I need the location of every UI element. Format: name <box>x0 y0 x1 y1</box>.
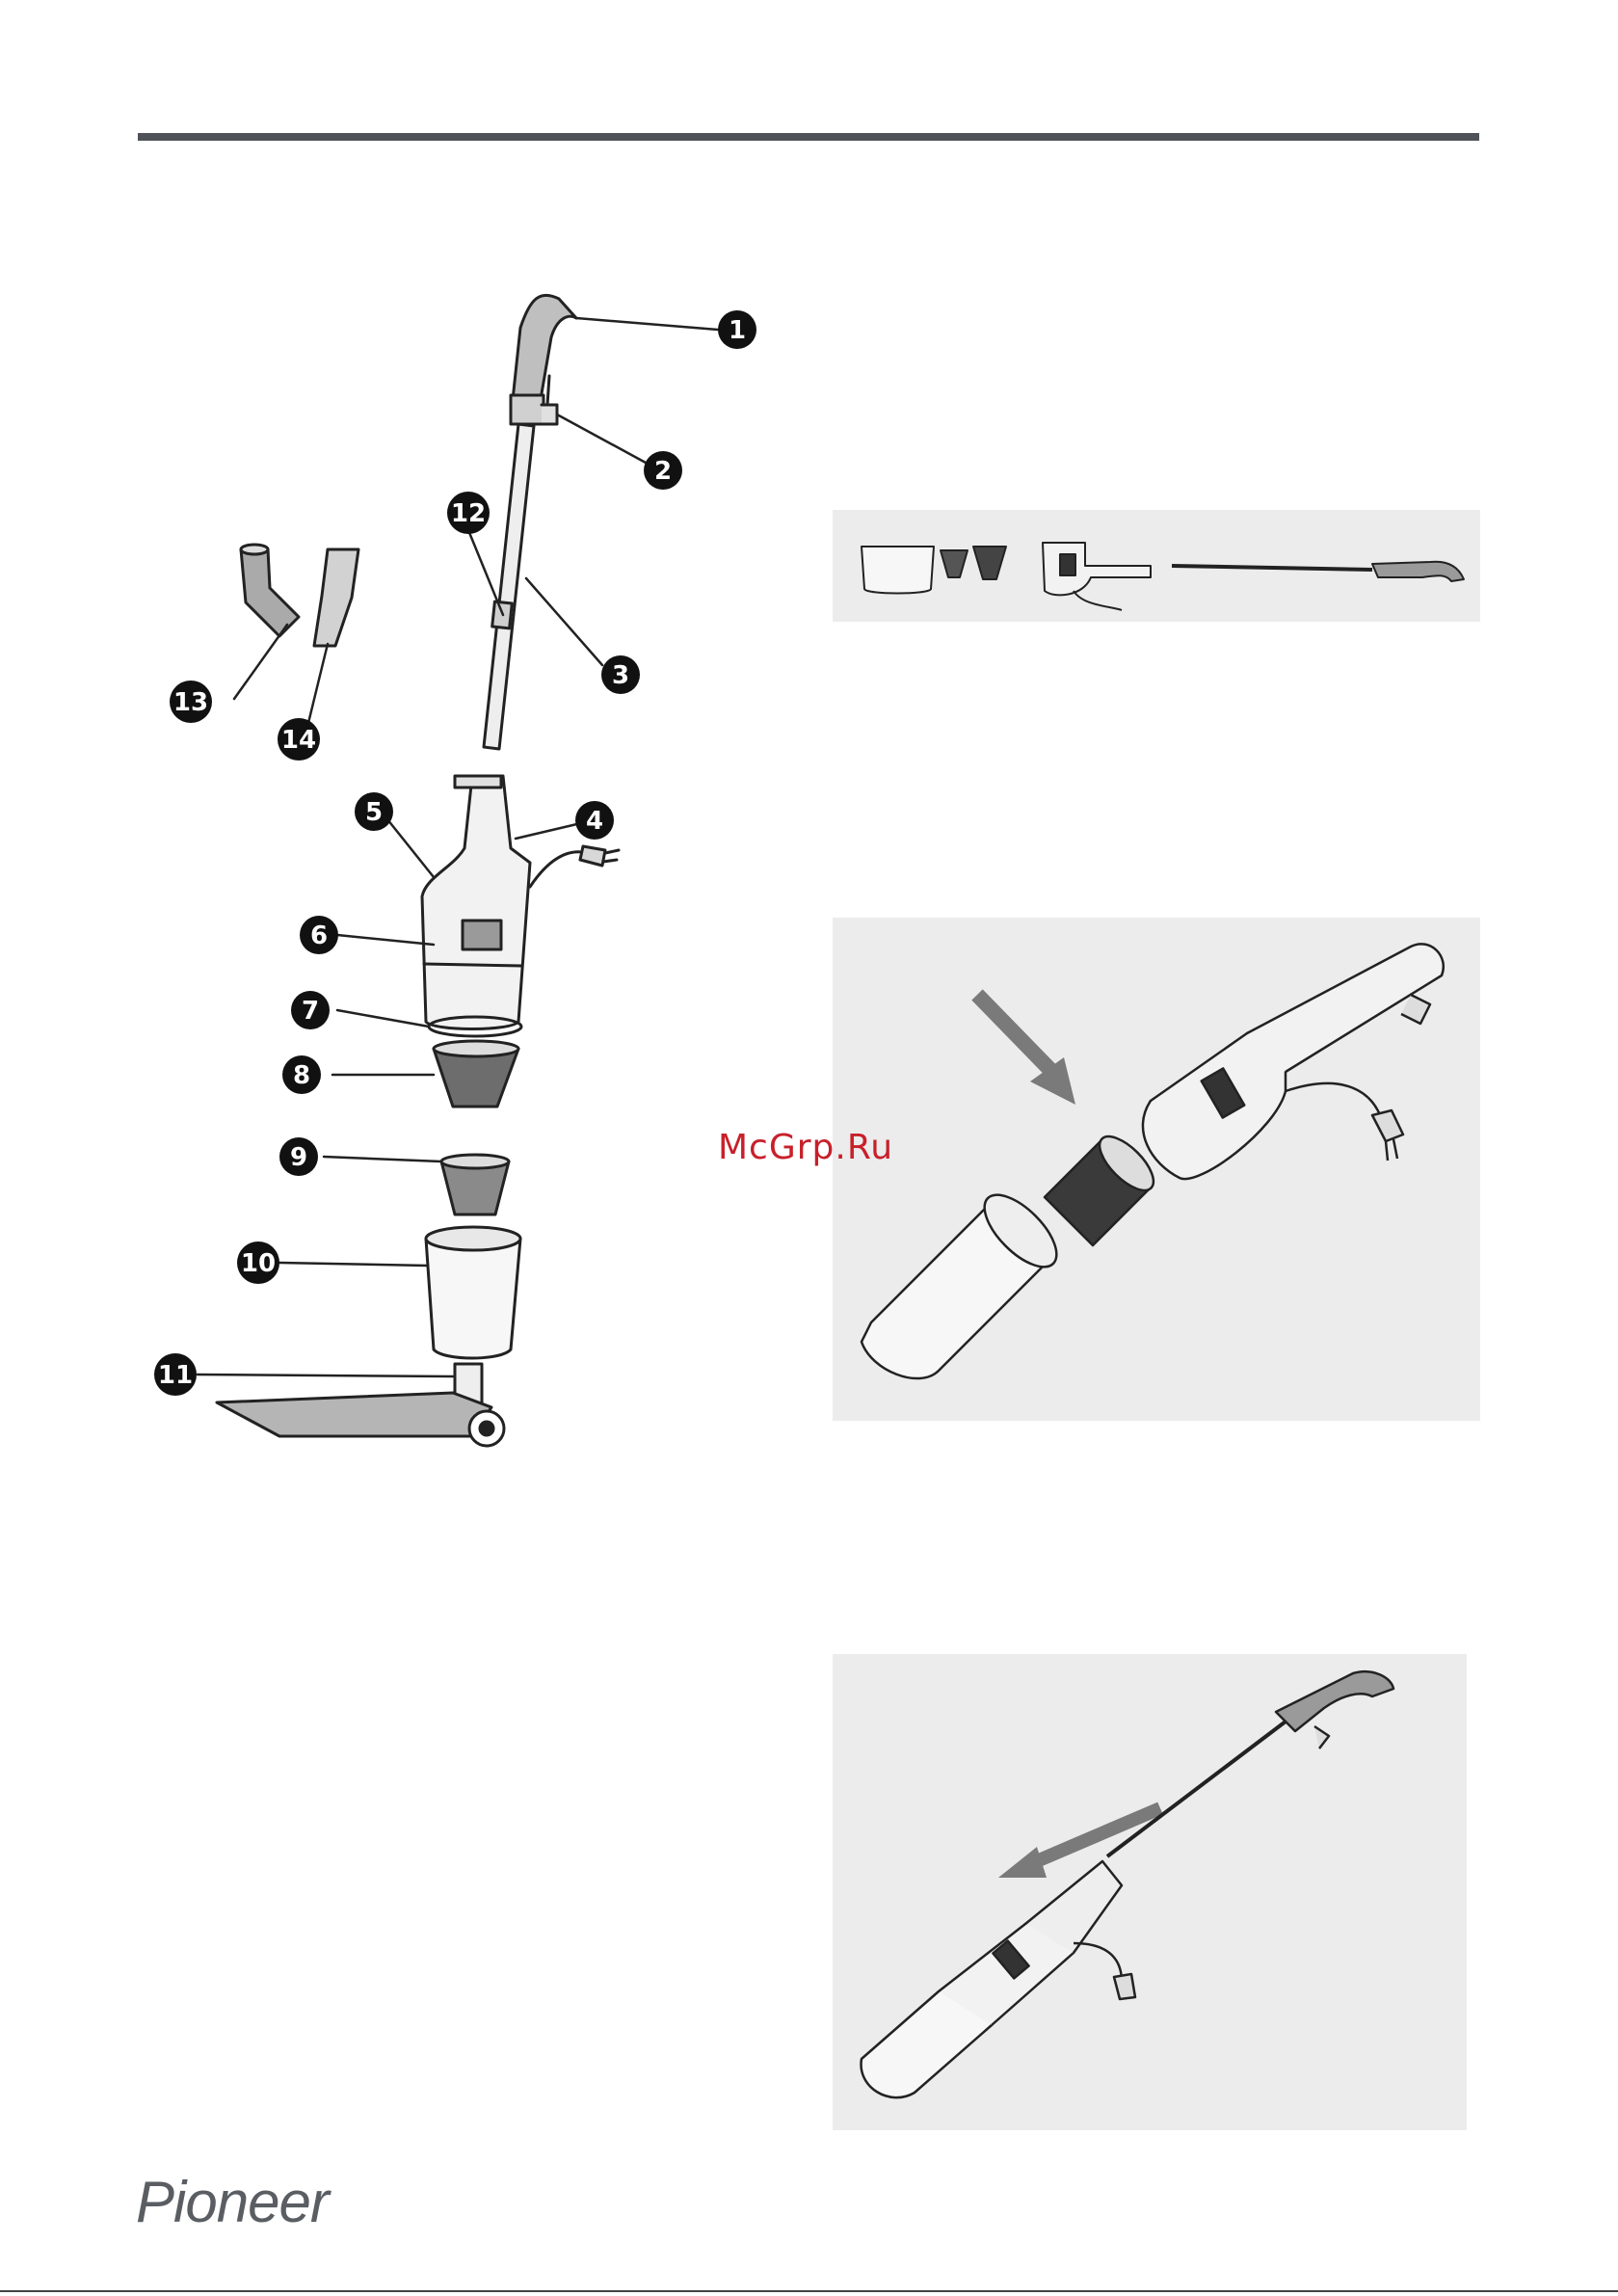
callout-10: 10 <box>237 1241 279 1284</box>
callout-1: 1 <box>718 310 756 349</box>
callout-2: 2 <box>644 451 682 490</box>
callout-3: 3 <box>601 655 640 694</box>
part-angled-nozzle <box>241 545 299 636</box>
parts-overview-panel <box>833 510 1480 622</box>
tube-attach-panel <box>833 1654 1467 2130</box>
callout-4: 4 <box>575 801 614 840</box>
callout-8: 8 <box>282 1055 321 1094</box>
svg-text:8: 8 <box>293 1061 310 1090</box>
svg-text:12: 12 <box>451 499 486 528</box>
svg-text:10: 10 <box>241 1249 276 1278</box>
svg-text:9: 9 <box>290 1143 307 1172</box>
exploded-diagram-svg: 1 2 3 4 5 6 7 8 9 10 11 12 13 14 <box>145 270 800 1484</box>
svg-text:5: 5 <box>365 798 383 827</box>
tube-attach-svg <box>833 1654 1467 2130</box>
arrow-down-right-icon <box>977 995 1075 1105</box>
exploded-parts-diagram: 1 2 3 4 5 6 7 8 9 10 11 12 13 14 <box>145 270 800 1484</box>
arrow-down-left-icon <box>998 1808 1160 1878</box>
parts-overview-svg <box>833 510 1480 622</box>
watermark: McGrp.Ru <box>718 1128 893 1167</box>
callout-7: 7 <box>291 991 330 1029</box>
bottom-rule <box>0 2290 1618 2292</box>
part-inner-filter <box>441 1155 509 1215</box>
svg-text:7: 7 <box>302 997 319 1026</box>
svg-text:1: 1 <box>729 316 746 345</box>
svg-text:13: 13 <box>173 688 208 717</box>
svg-text:11: 11 <box>158 1361 193 1390</box>
callout-9: 9 <box>279 1137 318 1176</box>
svg-text:3: 3 <box>612 661 629 690</box>
part-crevice-tool <box>314 549 358 646</box>
filter-assembly-panel <box>833 918 1480 1421</box>
callout-6: 6 <box>300 916 338 954</box>
callout-5: 5 <box>355 792 393 831</box>
callout-11: 11 <box>154 1353 197 1396</box>
callout-13: 13 <box>170 681 212 723</box>
svg-text:4: 4 <box>586 807 603 836</box>
part-outer-filter <box>434 1041 518 1107</box>
svg-text:14: 14 <box>281 726 316 755</box>
svg-text:6: 6 <box>310 921 328 950</box>
part-dust-cup <box>426 1227 520 1358</box>
svg-text:2: 2 <box>654 457 672 486</box>
brand-logo: Pioneer <box>136 2169 329 2235</box>
callout-12: 12 <box>447 492 490 534</box>
top-rule <box>138 133 1479 141</box>
filter-assembly-svg <box>833 918 1480 1421</box>
callout-14: 14 <box>278 718 320 761</box>
